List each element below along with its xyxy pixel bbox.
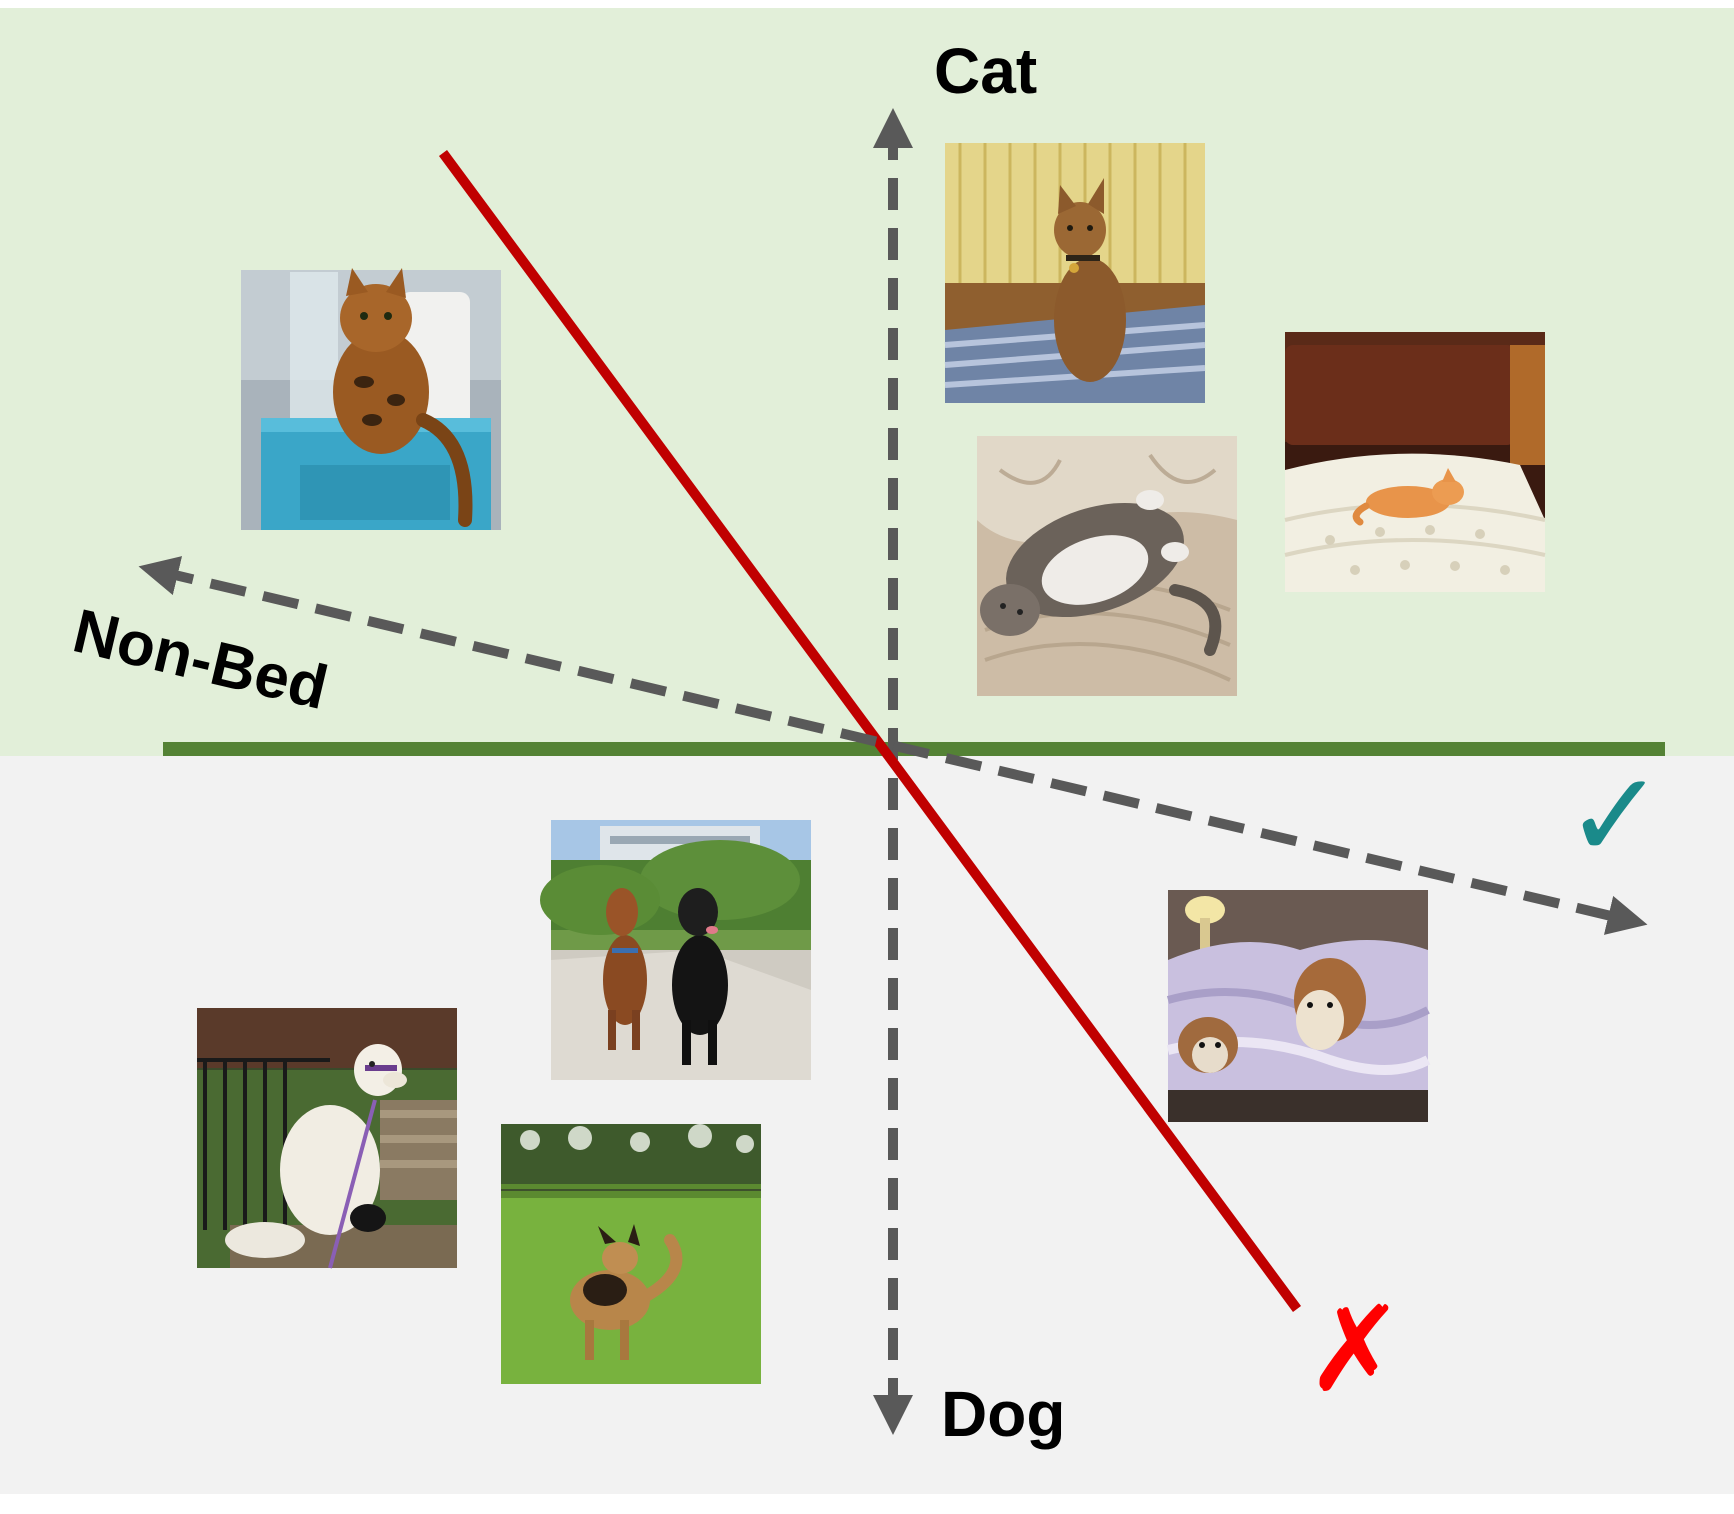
photo-cat-lying-on-bed	[977, 436, 1237, 696]
photo-shepherd-dog-on-grass	[501, 1124, 761, 1384]
photo-cat-sitting-on-bed	[944, 143, 1206, 403]
cross-mark-icon: ✗	[1306, 1280, 1405, 1418]
bed-nonbed-axis	[138, 556, 1648, 935]
photo-dogs-on-bed	[1166, 890, 1431, 1122]
photo-two-dogs-outdoors	[540, 820, 811, 1080]
photo-cat-sleeping-on-bed	[1284, 332, 1546, 592]
photo-white-dog-on-bench	[197, 1008, 457, 1269]
cat-label: Cat	[934, 35, 1037, 107]
check-mark-icon: ✓	[1565, 747, 1666, 886]
photo-cat-on-blue-table	[241, 268, 501, 530]
dog-label: Dog	[941, 1378, 1065, 1450]
